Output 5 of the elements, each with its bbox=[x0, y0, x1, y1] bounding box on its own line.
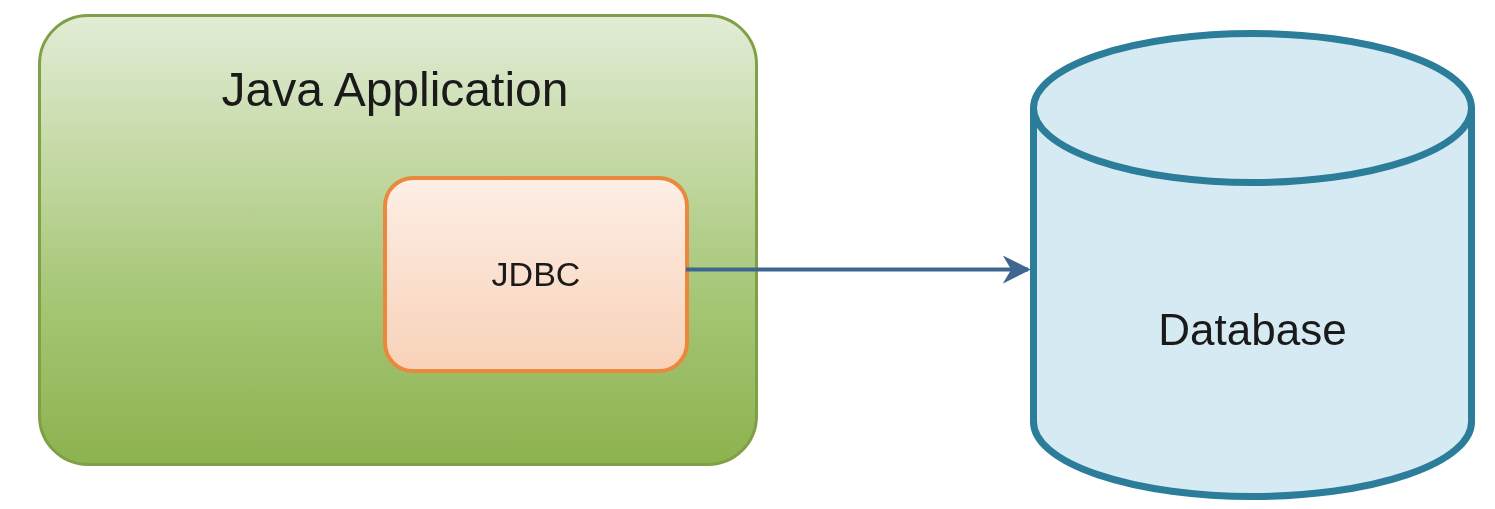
application-container bbox=[38, 14, 758, 466]
node-label: Database bbox=[1157, 305, 1348, 355]
node-label: JDBC bbox=[490, 255, 582, 294]
component-box bbox=[383, 176, 689, 373]
container-title: Java Application bbox=[220, 62, 570, 117]
